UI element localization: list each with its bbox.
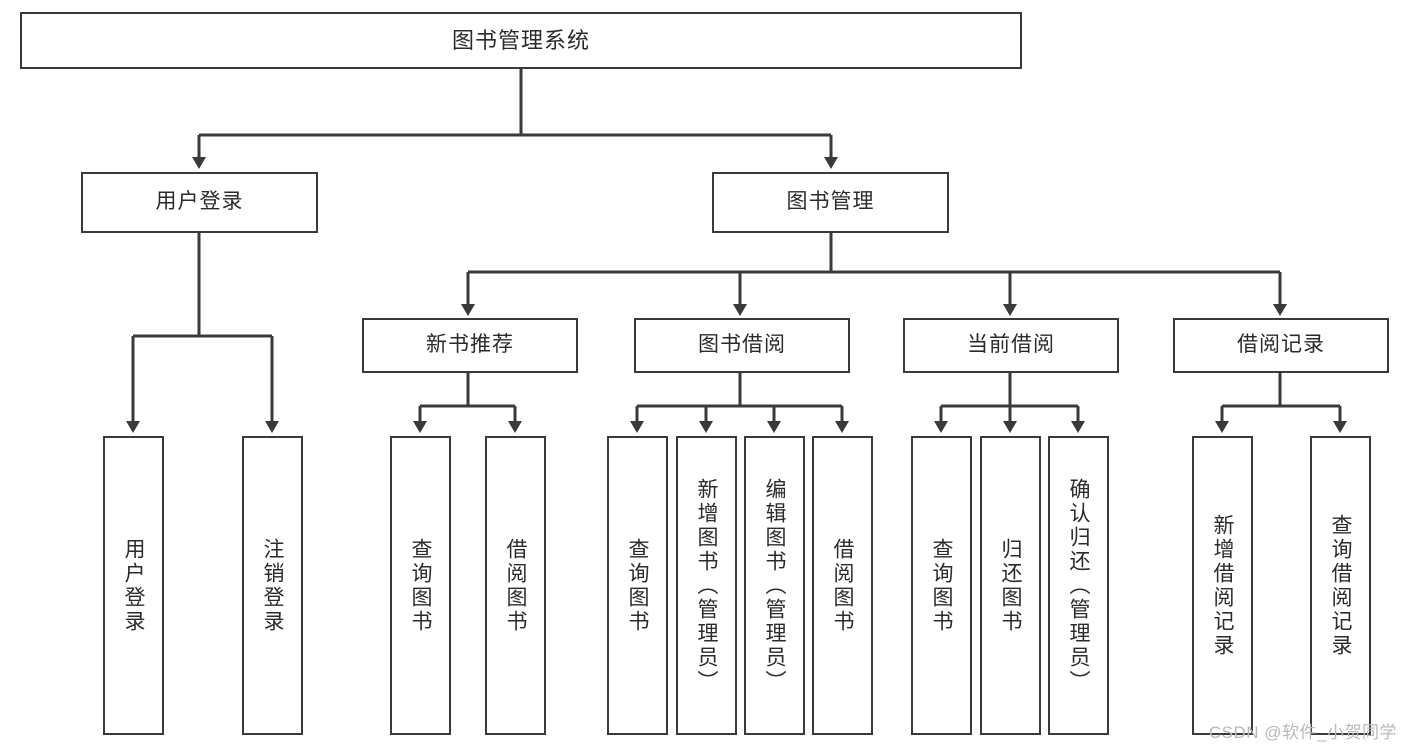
node-leaf-query-book-1[interactable]: 查询图书 <box>390 436 451 735</box>
node-leaf-user-login-label: 用户登录 <box>122 537 145 634</box>
node-new-book-rec-label: 新书推荐 <box>426 333 514 357</box>
node-leaf-borrow-book-1[interactable]: 借阅图书 <box>485 436 546 735</box>
csdn-watermark: CSDN @软件_小贺同学 <box>1208 723 1397 742</box>
node-leaf-query-record-label: 查询借阅记录 <box>1329 513 1352 658</box>
node-leaf-query-book-3[interactable]: 查询图书 <box>911 436 972 735</box>
node-leaf-borrow-book-2[interactable]: 借阅图书 <box>812 436 873 735</box>
node-book-management[interactable]: 图书管理 <box>712 172 949 233</box>
node-leaf-logout[interactable]: 注销登录 <box>242 436 303 735</box>
node-leaf-query-book-3-label: 查询图书 <box>930 537 953 634</box>
node-leaf-borrow-book-1-label: 借阅图书 <box>504 537 527 634</box>
node-borrow-record-label: 借阅记录 <box>1237 333 1325 357</box>
node-book-borrow[interactable]: 图书借阅 <box>634 318 850 373</box>
node-current-borrow-label: 当前借阅 <box>967 333 1055 357</box>
node-user-login-label: 用户登录 <box>155 190 244 214</box>
node-root-label: 图书管理系统 <box>451 27 590 53</box>
node-book-borrow-label: 图书借阅 <box>698 333 786 357</box>
node-new-book-rec[interactable]: 新书推荐 <box>362 318 578 373</box>
node-root[interactable]: 图书管理系统 <box>20 12 1022 69</box>
node-leaf-add-record[interactable]: 新增借阅记录 <box>1192 436 1253 735</box>
node-user-login[interactable]: 用户登录 <box>81 172 318 233</box>
node-leaf-add-book-label: 新增图书（管理员） <box>695 477 718 694</box>
node-current-borrow[interactable]: 当前借阅 <box>903 318 1119 373</box>
node-leaf-edit-book-label: 编辑图书（管理员） <box>763 477 786 694</box>
node-borrow-record[interactable]: 借阅记录 <box>1173 318 1389 373</box>
node-leaf-confirm-return-label: 确认归还（管理员） <box>1067 477 1090 694</box>
node-leaf-query-book-1-label: 查询图书 <box>409 537 432 634</box>
node-leaf-edit-book[interactable]: 编辑图书（管理员） <box>744 436 805 735</box>
node-leaf-add-record-label: 新增借阅记录 <box>1211 513 1234 658</box>
node-leaf-return-book-label: 归还图书 <box>999 537 1022 634</box>
node-leaf-add-book[interactable]: 新增图书（管理员） <box>676 436 737 735</box>
node-leaf-query-book-2[interactable]: 查询图书 <box>607 436 668 735</box>
node-leaf-logout-label: 注销登录 <box>261 537 284 634</box>
node-leaf-confirm-return[interactable]: 确认归还（管理员） <box>1048 436 1109 735</box>
node-leaf-query-book-2-label: 查询图书 <box>626 537 649 634</box>
node-leaf-borrow-book-2-label: 借阅图书 <box>831 537 854 634</box>
node-leaf-query-record[interactable]: 查询借阅记录 <box>1310 436 1371 735</box>
node-leaf-return-book[interactable]: 归还图书 <box>980 436 1041 735</box>
node-book-management-label: 图书管理 <box>786 190 875 214</box>
node-leaf-user-login[interactable]: 用户登录 <box>103 436 164 735</box>
